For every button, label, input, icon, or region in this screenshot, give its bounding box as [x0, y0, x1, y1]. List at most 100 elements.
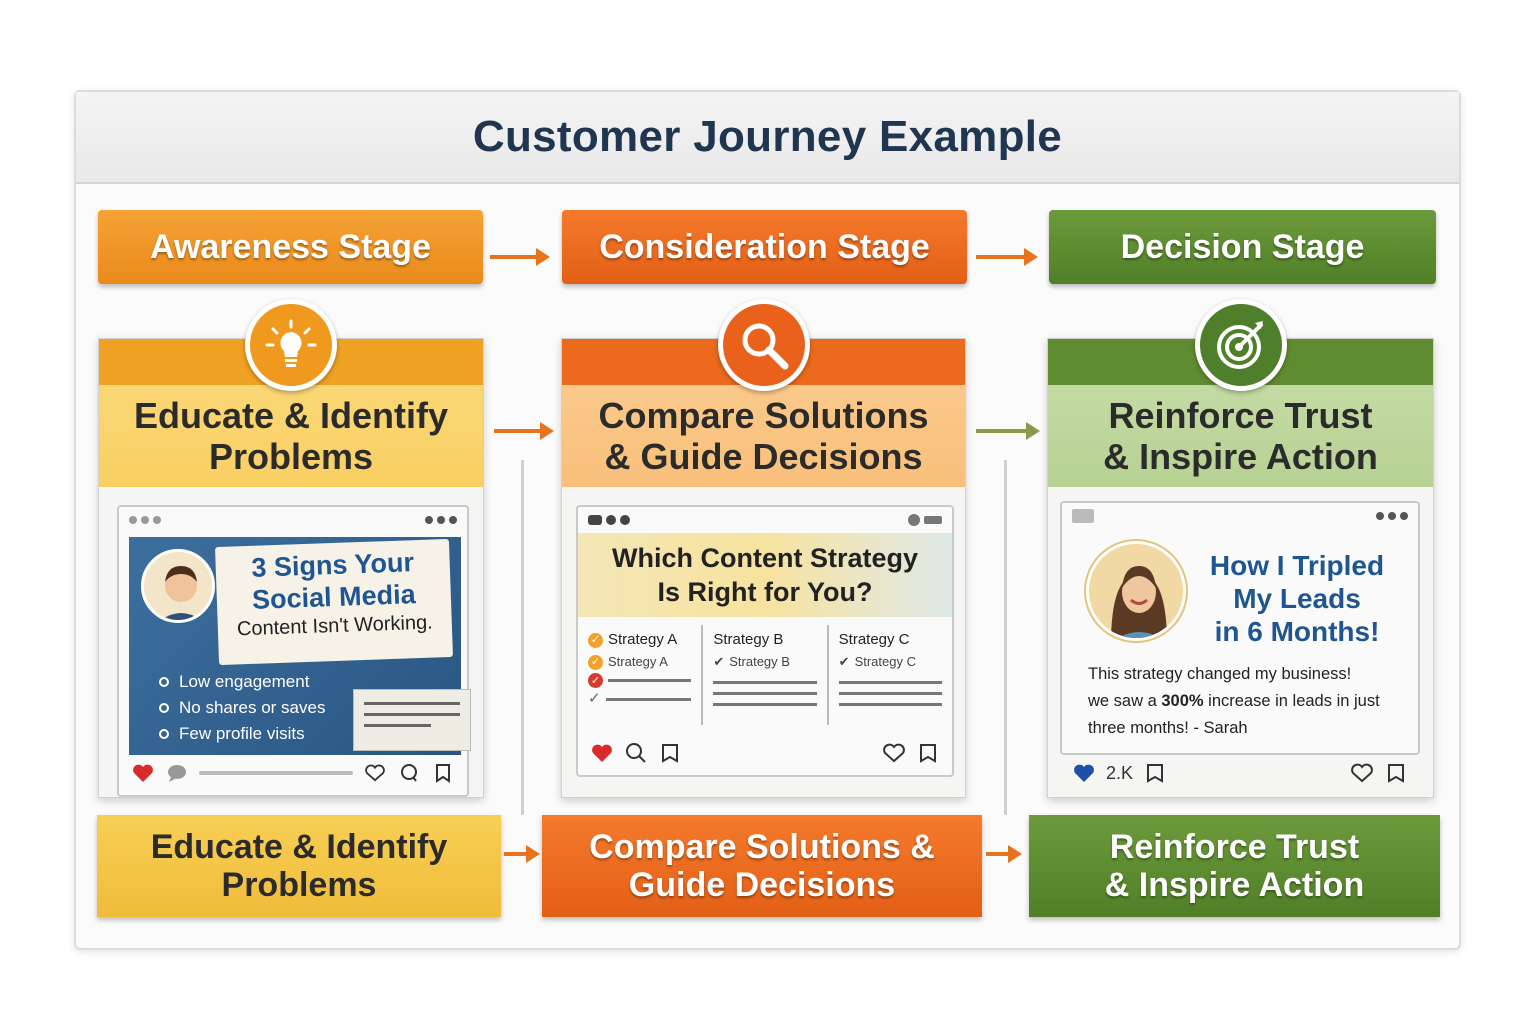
quote-line: we saw a 300% increase in leads in just	[1088, 688, 1408, 715]
stage-label: Awareness Stage	[150, 227, 431, 266]
check-icon: ✓	[588, 632, 603, 648]
placeholder-line	[838, 692, 942, 695]
bookmark-outline-icon[interactable]	[916, 741, 940, 765]
social-post: Which Content Strategy Is Right for You?…	[576, 505, 954, 777]
quote-fragment: increase in leads in just	[1203, 692, 1380, 710]
title-bar: Customer Journey Example	[76, 92, 1459, 184]
card-title-line: & Guide Decisions	[604, 436, 923, 477]
bottom-box-consideration: Compare Solutions & Guide Decisions	[542, 815, 982, 917]
bullet-icon	[159, 729, 169, 739]
bottom-line: Problems	[221, 866, 377, 904]
more-menu-icon[interactable]	[425, 516, 457, 524]
strategy-sub-label: Strategy B	[729, 654, 790, 669]
card-title-line: & Inspire Action	[1103, 436, 1378, 477]
bullet-icon	[159, 677, 169, 687]
headline-line: Which Content Strategy	[611, 543, 918, 573]
arrow-right-icon	[490, 248, 550, 266]
target-icon	[1194, 299, 1287, 391]
strategy-sub: ✓Strategy A	[588, 651, 691, 673]
bookmark-outline-icon[interactable]	[1384, 761, 1408, 785]
window-dots-icon	[588, 515, 630, 525]
avatar	[141, 549, 215, 623]
strategy-row: ✓	[588, 688, 692, 710]
search-icon[interactable]	[624, 741, 648, 765]
placeholder-line	[713, 681, 817, 684]
strategy-row: ✓	[588, 673, 692, 688]
post-actions	[119, 751, 467, 795]
arrow-right-icon	[504, 845, 540, 863]
headline-line: My Leads	[1233, 583, 1361, 614]
post-toolbar	[1062, 503, 1418, 529]
connector-line	[521, 460, 524, 815]
arrow-right-icon	[976, 422, 1040, 440]
strategy-column: Strategy C ✔Strategy C	[829, 625, 952, 725]
comment-icon[interactable]	[165, 761, 189, 785]
strategy-head: ✓ Strategy A	[588, 629, 691, 651]
stage-label: Decision Stage	[1120, 227, 1365, 266]
heart-icon[interactable]	[590, 741, 614, 765]
post-toolbar	[578, 507, 952, 533]
decision-card: Reinforce Trust & Inspire Action	[1047, 299, 1434, 798]
checkmark-icon: ✔	[713, 654, 725, 669]
window-controls-icon[interactable]	[908, 514, 942, 526]
post-toolbar	[119, 507, 467, 533]
lightbulb-icon	[245, 299, 337, 391]
image-placeholder-icon	[1072, 509, 1094, 523]
bookmark-icon[interactable]	[658, 741, 682, 765]
bullet-icon	[159, 703, 169, 713]
post-actions	[578, 731, 952, 775]
more-menu-icon[interactable]	[1376, 512, 1408, 520]
arrow-right-icon	[986, 845, 1022, 863]
card-title-line: Compare Solutions	[598, 395, 929, 436]
check-icon: ✓	[588, 654, 603, 670]
post-actions: 2.K	[1060, 751, 1420, 795]
placeholder-line	[838, 681, 942, 684]
heart-outline-icon[interactable]	[363, 761, 387, 785]
consideration-card: Compare Solutions & Guide Decisions Whic…	[561, 299, 966, 798]
card-title: Compare Solutions & Guide Decisions	[562, 385, 965, 487]
like-count: 2.K	[1106, 762, 1134, 783]
strategy-column: Strategy B ✔ Strategy B	[703, 625, 829, 725]
awareness-card: Educate & Identify Problems	[98, 299, 484, 798]
list-item-text: Low engagement	[179, 672, 310, 691]
heart-icon[interactable]	[1072, 761, 1096, 785]
post-banner: Which Content Strategy Is Right for You?	[578, 533, 952, 617]
check-icon: ✓	[588, 673, 603, 688]
checkmark-icon: ✓	[588, 690, 601, 707]
bottom-box-decision: Reinforce Trust & Inspire Action	[1029, 815, 1440, 917]
connector-line	[1004, 460, 1007, 815]
page-title: Customer Journey Example	[472, 112, 1063, 161]
strategy-label: Strategy A	[608, 631, 678, 648]
heart-icon[interactable]	[131, 761, 155, 785]
strategy-column: ✓Strategy A ✓Strategy A ✓ ✓	[578, 625, 704, 725]
bottom-line: Reinforce Trust	[1109, 828, 1360, 866]
card-title-line: Educate & Identify	[133, 395, 449, 436]
placeholder-line	[713, 703, 817, 706]
heart-outline-icon[interactable]	[1350, 761, 1374, 785]
arrow-right-icon	[976, 248, 1038, 266]
list-item-text: No shares or saves	[179, 698, 326, 717]
strategy-label: Strategy B	[713, 631, 784, 648]
testimonial-text: This strategy changed my business! we sa…	[1088, 661, 1408, 742]
bookmark-icon[interactable]	[1143, 761, 1167, 785]
avatar	[1086, 541, 1186, 641]
social-post: 3 Signs Your Social Media Content Isn't …	[117, 505, 471, 797]
placeholder-line	[838, 703, 942, 706]
stage-header-consideration: Consideration Stage	[562, 210, 967, 284]
checkmark-icon: ✔	[838, 654, 850, 669]
quote-fragment: we saw a	[1088, 692, 1162, 710]
placeholder-line	[713, 692, 817, 695]
headline-line: Is Right for You?	[657, 577, 873, 607]
comment-outline-icon[interactable]	[397, 761, 421, 785]
stage-header-awareness: Awareness Stage	[98, 210, 483, 284]
placeholder-line	[605, 697, 692, 701]
note-card-icon	[353, 689, 471, 751]
card-title-line: Problems	[208, 436, 374, 477]
strategy-label: Strategy C	[838, 631, 910, 648]
bullet-list: Low engagement No shares or saves Few pr…	[159, 669, 325, 747]
post-banner: 3 Signs Your Social Media Content Isn't …	[129, 537, 471, 755]
bookmark-icon[interactable]	[431, 761, 455, 785]
heart-outline-icon[interactable]	[882, 741, 906, 765]
post-headline: 3 Signs Your Social Media Content Isn't …	[215, 538, 453, 666]
list-item-text: Few profile visits	[179, 724, 305, 743]
